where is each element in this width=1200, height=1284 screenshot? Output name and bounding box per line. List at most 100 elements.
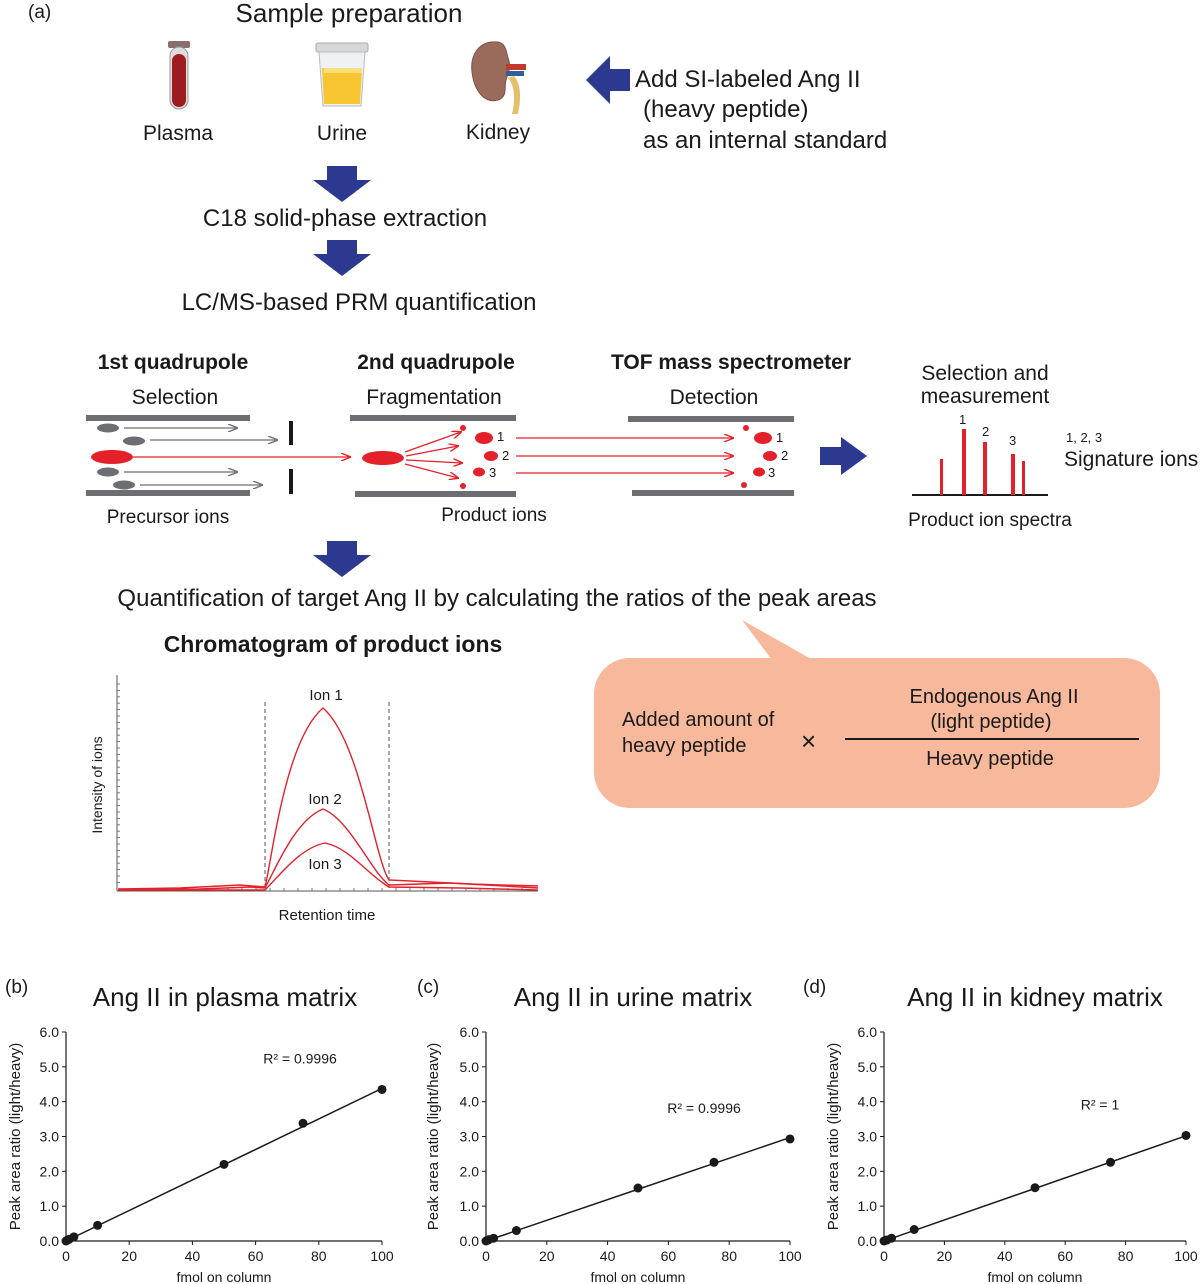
stage-2-title: 2nd quadrupole xyxy=(357,351,515,374)
y-tick-label: 2.0 xyxy=(460,1163,480,1179)
y-axis-label: Peak area ratio (light/heavy) xyxy=(425,1043,442,1231)
product-ions-label: Product ions xyxy=(441,505,547,526)
chromatogram-ion2-label: Ion 2 xyxy=(308,791,342,808)
formula-callout xyxy=(594,658,1160,808)
step-c18-extraction: C18 solid-phase extraction xyxy=(202,205,488,232)
y-tick-label: 5.0 xyxy=(858,1059,878,1075)
formula-denominator: Heavy peptide xyxy=(926,748,1054,770)
data-point xyxy=(489,1233,499,1243)
data-point xyxy=(633,1183,643,1193)
data-point xyxy=(909,1225,919,1235)
product-ion-number-3: 3 xyxy=(489,465,497,480)
x-tick-label: 0 xyxy=(62,1248,70,1264)
data-point xyxy=(69,1232,79,1242)
panel-label: (b) xyxy=(5,977,28,998)
left-arrow-icon xyxy=(586,56,630,104)
stage-1-title: 1st quadrupole xyxy=(97,351,249,374)
chromatogram-ion3-label: Ion 3 xyxy=(308,856,342,873)
data-point xyxy=(785,1134,795,1144)
formula-times-sign: × xyxy=(801,726,817,756)
data-point xyxy=(298,1118,308,1128)
urine-cup-icon xyxy=(315,42,369,107)
formula-numerator-line1: Endogenous Ang II xyxy=(909,686,1079,708)
formula-left-line1: Added amount of xyxy=(622,709,775,731)
x-tick-label: 40 xyxy=(997,1248,1013,1264)
data-point xyxy=(1181,1130,1191,1140)
y-tick-label: 4.0 xyxy=(40,1094,60,1110)
spectrum-peak-label-1: 1 xyxy=(959,412,967,427)
sample-kidney-label: Kidney xyxy=(465,121,531,144)
panel-label: (d) xyxy=(803,977,826,998)
down-arrow-icon xyxy=(313,541,371,577)
chromatogram-plot xyxy=(116,675,539,892)
stage-3-sub: Detection xyxy=(669,386,759,409)
x-tick-label: 100 xyxy=(370,1248,394,1264)
down-arrow-icon xyxy=(313,166,371,202)
detected-ion-number-2: 2 xyxy=(781,448,789,463)
data-point xyxy=(1106,1157,1115,1167)
y-tick-label: 0.0 xyxy=(40,1233,60,1249)
product-ion-number-2: 2 xyxy=(502,448,510,463)
panel-label: (c) xyxy=(417,977,439,998)
x-tick-label: 100 xyxy=(778,1248,802,1264)
y-tick-label: 0.0 xyxy=(858,1233,878,1249)
x-axis-label: fmol on column xyxy=(591,1269,686,1284)
x-tick-label: 60 xyxy=(248,1248,264,1264)
precursor-ions-label: Precursor ions xyxy=(106,507,230,528)
x-axis-label: fmol on column xyxy=(177,1269,272,1284)
y-tick-label: 3.0 xyxy=(460,1129,480,1145)
r-squared-annotation: R² = 0.9996 xyxy=(667,1100,741,1116)
x-axis-label: fmol on column xyxy=(988,1269,1083,1284)
data-point xyxy=(1030,1183,1040,1193)
x-tick-label: 80 xyxy=(1118,1248,1134,1264)
data-point xyxy=(219,1159,229,1169)
data-point xyxy=(511,1226,521,1236)
chromatogram-ion1-label: Ion 1 xyxy=(309,687,343,704)
signature-ions-label: Signature ions xyxy=(1064,448,1199,471)
stage-3-title: TOF mass spectrometer xyxy=(610,351,852,374)
x-tick-label: 40 xyxy=(185,1248,201,1264)
add-standard-line2: (heavy peptide) xyxy=(643,96,809,123)
signature-ion-numbers: 1, 2, 3 xyxy=(1066,430,1103,445)
data-point xyxy=(709,1157,719,1167)
chromatogram-title: Chromatogram of product ions xyxy=(163,631,503,657)
formula-numerator-line2: (light peptide) xyxy=(930,711,1052,733)
y-tick-label: 6.0 xyxy=(460,1024,480,1040)
spectrum-peak-label-3: 3 xyxy=(1009,433,1017,448)
x-tick-label: 0 xyxy=(880,1248,888,1264)
y-tick-label: 6.0 xyxy=(40,1024,60,1040)
spectra-title-line1: Selection and xyxy=(921,362,1049,385)
y-axis-label: Peak area ratio (light/heavy) xyxy=(825,1043,842,1231)
kidney-icon xyxy=(471,41,526,114)
detected-ion-number-1: 1 xyxy=(776,430,784,445)
y-tick-label: 3.0 xyxy=(858,1129,878,1145)
chart-title: Ang II in kidney matrix xyxy=(907,982,1163,1012)
y-tick-label: 3.0 xyxy=(40,1129,60,1145)
product-ion-number-1: 1 xyxy=(497,429,505,444)
mass-spec-diagram xyxy=(86,415,1048,497)
y-tick-label: 4.0 xyxy=(858,1094,878,1110)
chart-title: Ang II in urine matrix xyxy=(514,982,752,1012)
formula-left-line2: heavy peptide xyxy=(622,735,747,757)
y-tick-label: 2.0 xyxy=(858,1163,878,1179)
x-tick-label: 40 xyxy=(600,1248,616,1264)
callout-pointer xyxy=(742,620,820,664)
stage-1-sub: Selection xyxy=(131,386,219,409)
data-point xyxy=(93,1220,103,1230)
spectra-title-line2: measurement xyxy=(920,385,1050,408)
x-tick-label: 60 xyxy=(661,1248,677,1264)
y-tick-label: 1.0 xyxy=(40,1198,60,1214)
y-tick-label: 0.0 xyxy=(460,1233,480,1249)
chromatogram-x-axis-label: Retention time xyxy=(278,907,376,924)
y-tick-label: 5.0 xyxy=(40,1059,60,1075)
panel-a-label: (a) xyxy=(28,2,52,23)
sample-plasma-label: Plasma xyxy=(142,122,214,145)
data-point xyxy=(377,1084,387,1094)
detected-ion-number-3: 3 xyxy=(768,465,776,480)
add-standard-line3: as an internal standard xyxy=(643,127,888,154)
sample-preparation-title: Sample preparation xyxy=(235,0,463,28)
x-tick-label: 60 xyxy=(1057,1248,1073,1264)
